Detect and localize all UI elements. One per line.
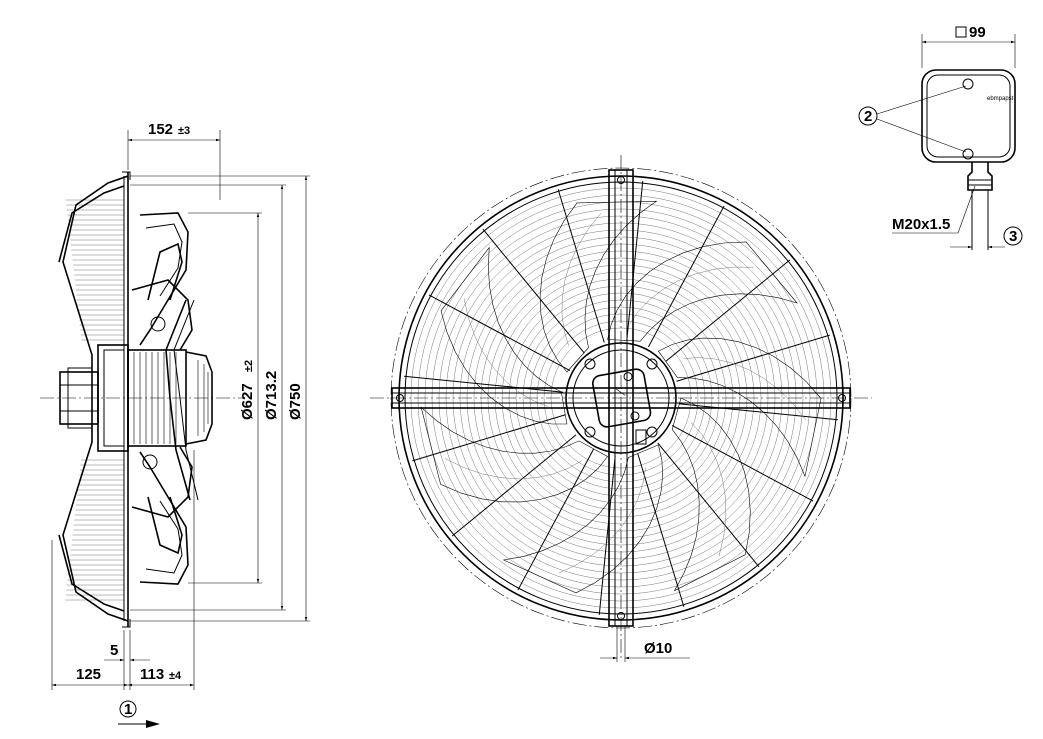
terminal-box-detail: ebmpapst 99 2 M20x1.5 3 [858,24,1023,250]
side-view-dimensions: 152 ±3 Ø627 ±2 Ø713.2 Ø750 5 125 113 ±4 [51,121,310,728]
dim-len-113: 113 [140,666,164,683]
guard-grille-side [65,199,124,601]
dim-len-125: 125 [76,666,101,683]
callout-2: 2 [864,108,872,125]
dim-len-113-tol: ±4 [169,670,182,682]
callout-3: 3 [1009,228,1017,245]
dim-dia-750: Ø750 [287,383,304,420]
guard-spokes [404,181,838,615]
dim-dia-627-tol: ±2 [243,360,255,372]
dim-hole-10: Ø10 [644,640,672,657]
thread-label: M20x1.5 [892,216,950,233]
dim-offset-5: 5 [110,642,118,659]
square-symbol-icon [955,26,967,38]
brand-label: ebmpapst [987,96,1014,102]
dim-dia-627: Ø627 [239,383,256,420]
fan-front-view [370,155,872,660]
hole-dimension: Ø10 [600,626,690,662]
fan-side-view [40,171,245,628]
dim-depth-152-tol: ±3 [178,125,190,137]
callout-1: 1 [124,701,132,718]
dim-box-99: 99 [969,24,986,41]
dim-dia-713: Ø713.2 [263,371,280,420]
dim-depth-152: 152 [148,121,173,138]
